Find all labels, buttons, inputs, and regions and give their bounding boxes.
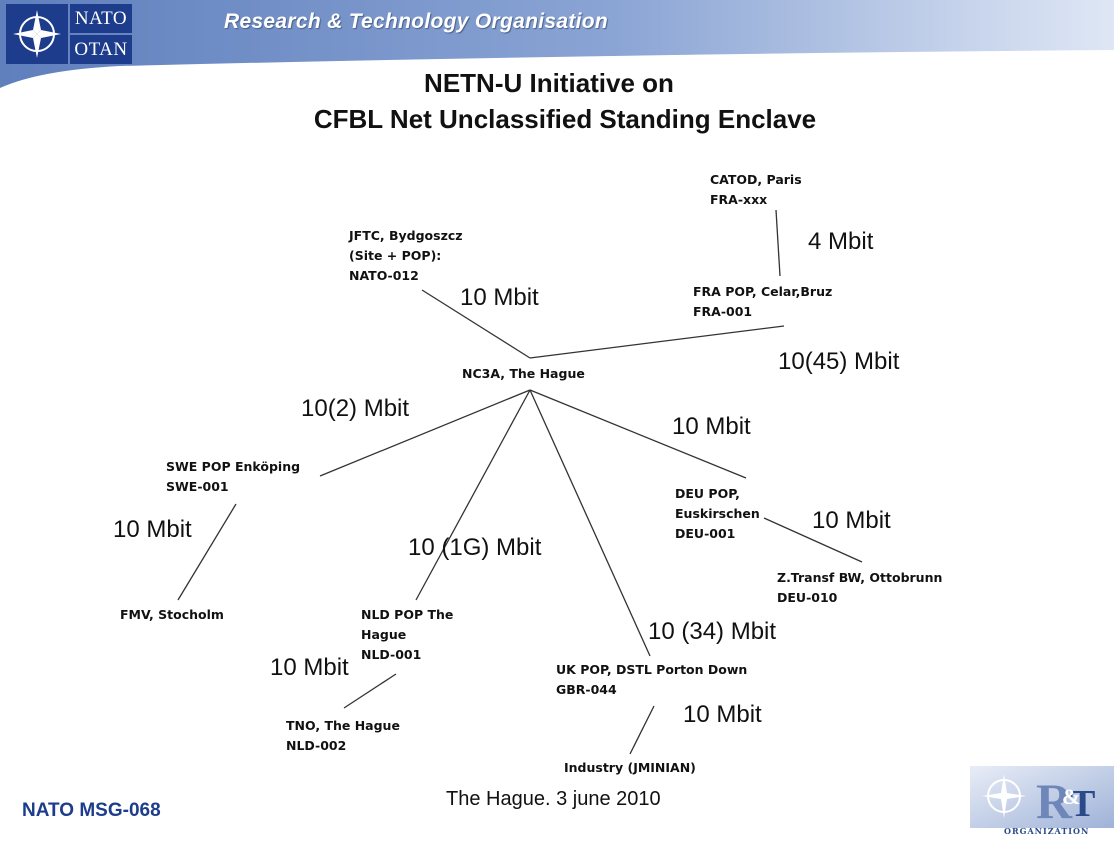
node-ztransf-line2: DEU-010 [777,590,838,605]
node-jftc-line3: NATO-012 [349,268,419,283]
rto-logo: R T & ORGANIZATION [970,766,1114,838]
node-industry: Industry (JMINIAN) [564,758,696,778]
node-ztransf: Z.Transf BW, Ottobrunn DEU-010 [777,568,942,608]
node-tno-line2: NLD-002 [286,738,347,753]
rto-logo-word: ORGANIZATION [1004,826,1090,836]
node-catod-line2: FRA-xxx [710,192,768,207]
node-catod: CATOD, Paris FRA-xxx [710,170,802,210]
rate-uk-nc3a: 10 (34) Mbit [648,618,777,645]
rate-ztransf-deu: 10 Mbit [812,507,891,534]
node-nc3a: NC3A, The Hague [462,364,585,384]
organisation-title: Research & Technology Organisation [224,10,609,33]
nato-logo: NATO OTAN [6,4,132,64]
node-deu-pop-line1: DEU POP, [675,486,740,501]
link-catod-fra [775,209,781,277]
node-industry-line1: Industry (JMINIAN) [564,760,696,775]
rate-fra-nc3a: 10(45) Mbit [778,348,900,375]
node-swe-pop-line1: SWE POP Enköping [166,459,301,474]
node-nld-pop-line1: NLD POP The [361,607,454,622]
node-swe-pop: SWE POP Enköping SWE-001 [166,457,300,497]
rate-fmv-swe: 10 Mbit [113,516,192,543]
node-ztransf-line1: Z.Transf BW, Ottobrunn [777,570,943,585]
logo-word-nato: NATO [70,4,132,33]
node-uk-pop-line2: GBR-044 [556,682,617,697]
node-nc3a-line1: NC3A, The Hague [462,366,585,381]
node-fra-pop: FRA POP, Celar,Bruz FRA-001 [693,282,832,322]
rate-swe-nc3a: 10(2) Mbit [301,395,410,422]
node-tno-line1: TNO, The Hague [286,718,400,733]
node-fmv: FMV, Stocholm [120,605,224,625]
footer-date-location: The Hague. 3 june 2010 [446,788,661,810]
rate-tno-nld: 10 Mbit [270,654,349,681]
node-fra-pop-line1: FRA POP, Celar,Bruz [693,284,833,299]
svg-text:R: R [1036,773,1073,829]
rate-nld-nc3a: 10 (1G) Mbit [408,534,542,561]
node-deu-pop-line3: DEU-001 [675,526,736,541]
link-industry-uk [629,705,655,755]
rate-jftc-nc3a: 10 Mbit [460,284,539,311]
node-jftc-line1: JFTC, Bydgoszcz [349,228,463,243]
rate-catod-fra: 4 Mbit [808,228,874,255]
node-uk-pop: UK POP, DSTL Porton Down GBR-044 [556,660,747,700]
link-nld-nc3a [415,389,531,601]
node-nld-pop-line3: NLD-001 [361,647,422,662]
link-uk-nc3a [529,389,651,657]
link-fra-nc3a [529,325,785,359]
node-deu-pop-line2: Euskirschen [675,506,760,521]
footer-program-label: NATO MSG-068 [22,800,161,821]
node-deu-pop: DEU POP, Euskirschen DEU-001 [675,484,760,544]
nato-compass-icon [6,4,68,64]
node-fra-pop-line2: FRA-001 [693,304,753,319]
rate-deu-nc3a: 10 Mbit [672,413,751,440]
svg-text:&: & [1062,784,1080,809]
svg-text:T: T [1070,783,1095,825]
node-swe-pop-line2: SWE-001 [166,479,229,494]
node-fmv-line1: FMV, Stocholm [120,607,224,622]
node-nld-pop: NLD POP The Hague NLD-001 [361,605,453,665]
slide-title-line2: CFBL Net Unclassified Standing Enclave [313,104,817,134]
logo-word-otan: OTAN [70,35,132,64]
node-catod-line1: CATOD, Paris [710,172,802,187]
node-tno: TNO, The Hague NLD-002 [286,716,400,756]
link-tno-nld [343,673,397,709]
node-jftc: JFTC, Bydgoszcz (Site + POP): NATO-012 [349,226,463,286]
node-nld-pop-line2: Hague [361,627,407,642]
rate-industry-uk: 10 Mbit [683,701,762,728]
node-jftc-line2: (Site + POP): [349,248,442,263]
node-uk-pop-line1: UK POP, DSTL Porton Down [556,662,748,677]
slide-title-line1: NETN-U Initiative on [424,68,674,98]
